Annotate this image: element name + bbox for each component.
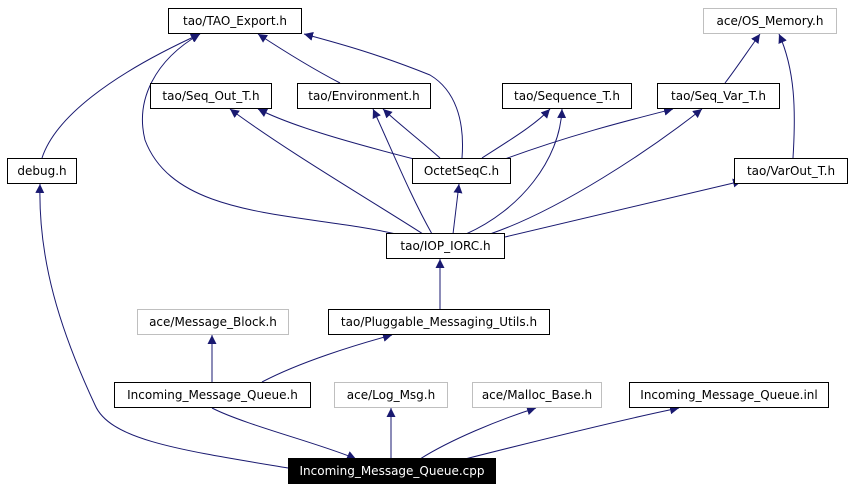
edge-incoming-inl-to-root <box>464 405 680 460</box>
node-octetseqc-h[interactable]: OctetSeqC.h <box>412 158 511 184</box>
node-pluggable-messaging-utils-h[interactable]: tao/Pluggable_Messaging_Utils.h <box>328 309 550 335</box>
edge-debug-to-root <box>35 183 289 469</box>
edge-tao-export-to-octetseq <box>303 31 464 159</box>
edge-environment-to-iop-iorc <box>372 108 433 235</box>
edge-malloc-base-to-root <box>419 406 537 460</box>
node-environment-h[interactable]: tao/Environment.h <box>297 83 431 109</box>
node-seq-out-t-h[interactable]: tao/Seq_Out_T.h <box>150 83 272 109</box>
edge-sequence-t-to-iop-iorc <box>465 108 567 235</box>
edge-pluggable-to-incoming-h <box>261 333 393 383</box>
node-malloc-base-h: ace/Malloc_Base.h <box>472 382 602 408</box>
node-seq-var-t-h[interactable]: tao/Seq_Var_T.h <box>657 83 780 109</box>
edge-seq-out-to-octetseq <box>257 108 415 160</box>
edge-os-memory-to-varout <box>778 33 795 159</box>
edge-seq-out-to-iop-iorc <box>229 108 424 235</box>
edge-octetseq-to-iop-iorc <box>452 183 463 235</box>
node-varout-t-h[interactable]: tao/VarOut_T.h <box>734 158 848 184</box>
edge-tao-export-to-environment <box>257 33 341 84</box>
node-os-memory-h: ace/OS_Memory.h <box>703 8 837 34</box>
edge-sequence-t-to-octetseq <box>481 108 551 159</box>
edge-tao-export-to-debug <box>41 33 201 159</box>
node-message-block-h: ace/Message_Block.h <box>137 309 289 335</box>
node-iop-iorc-h[interactable]: tao/IOP_IORC.h <box>386 233 505 259</box>
edge-seq-var-to-iop-iorc <box>489 108 703 235</box>
edge-os-memory-to-seq-var <box>724 33 761 84</box>
edge-seq-var-to-octetseq <box>504 106 674 160</box>
node-sequence-t-h[interactable]: tao/Sequence_T.h <box>502 83 632 109</box>
node-incoming-message-queue-cpp: Incoming_Message_Queue.cpp <box>288 458 496 484</box>
node-incoming-message-queue-inl[interactable]: Incoming_Message_Queue.inl <box>629 382 829 408</box>
edge-tao-export-to-iop-iorc <box>141 33 397 235</box>
edge-varout-to-iop-iorc <box>504 178 743 238</box>
node-incoming-message-queue-h[interactable]: Incoming_Message_Queue.h <box>114 382 311 408</box>
node-log-msg-h: ace/Log_Msg.h <box>334 382 448 408</box>
node-tao-export-h[interactable]: tao/TAO_Export.h <box>168 8 302 34</box>
edge-incoming-h-to-root <box>211 407 357 460</box>
node-debug-h[interactable]: debug.h <box>7 158 77 184</box>
edge-environment-to-octetseq <box>382 108 441 159</box>
